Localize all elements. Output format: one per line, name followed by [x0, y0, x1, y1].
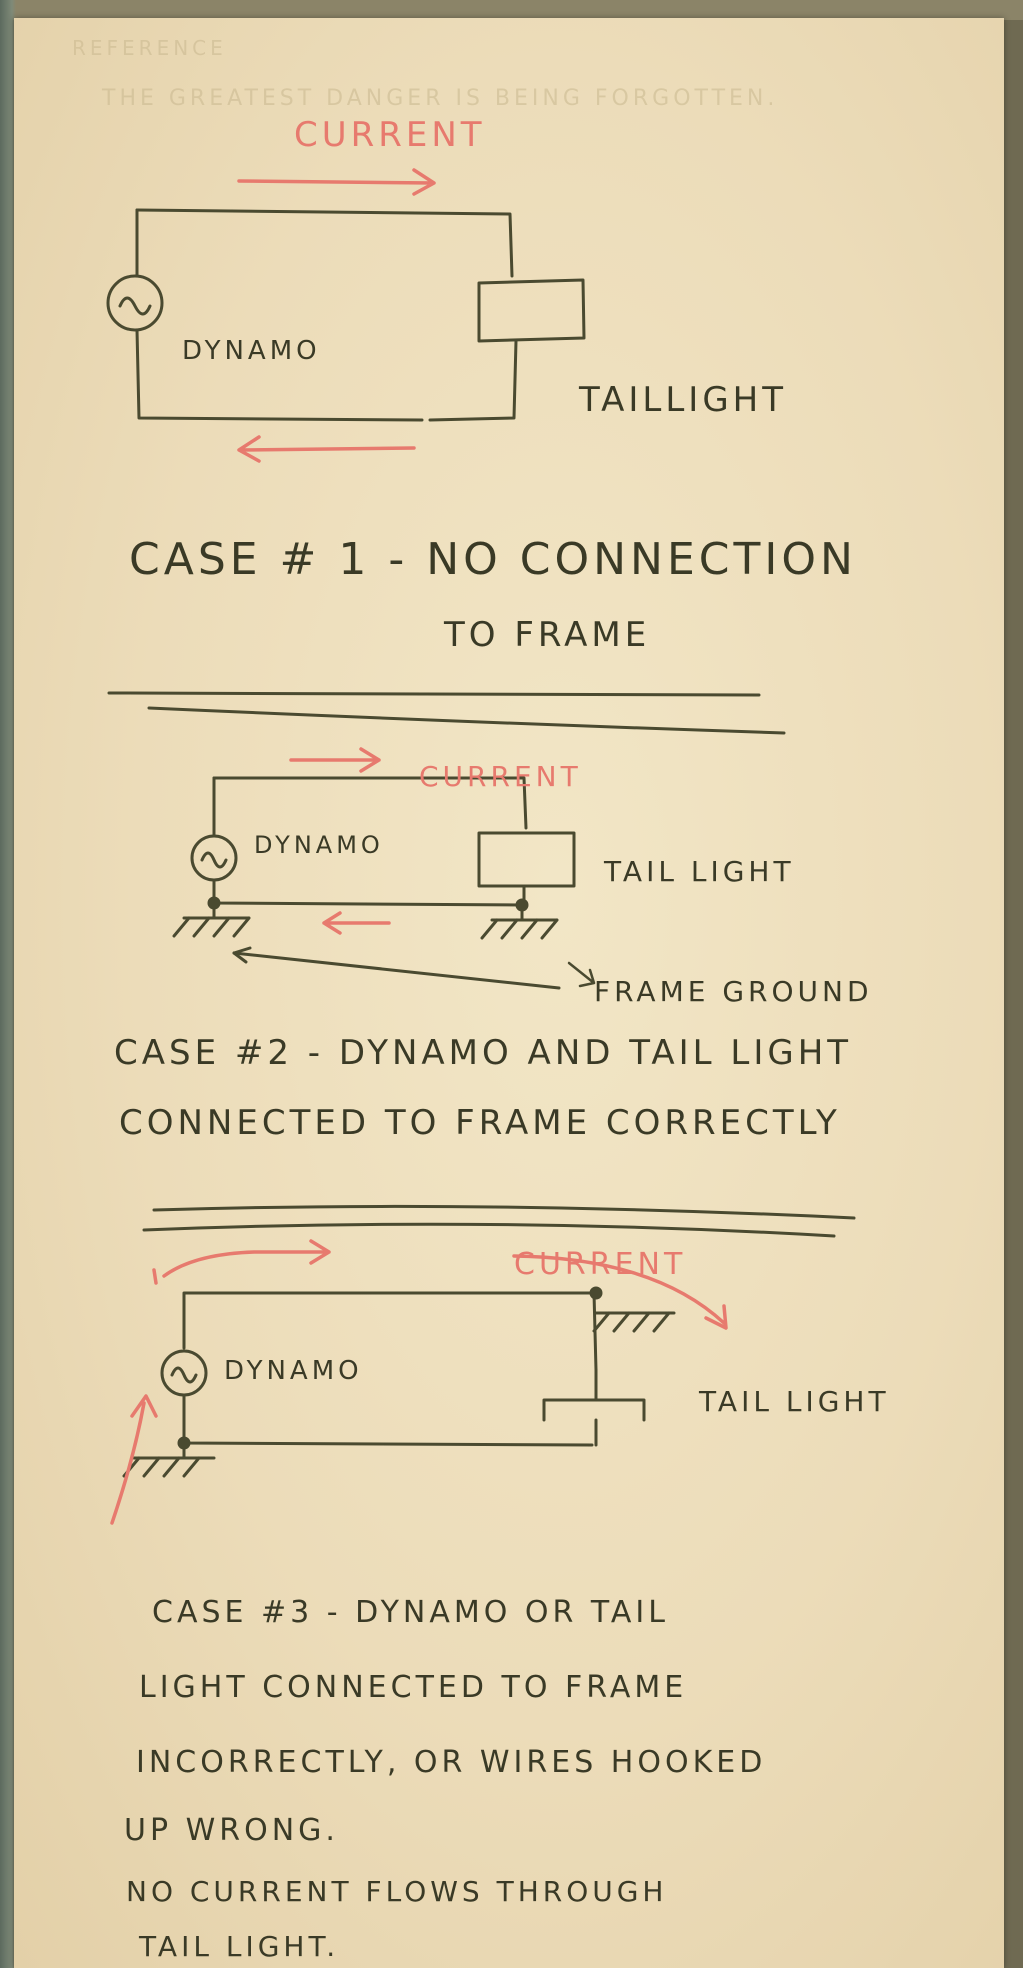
case3-caption-line6: TAIL LIGHT. [139, 1930, 340, 1963]
case1-caption-line1: CASE # 1 - NO CONNECTION [129, 534, 857, 585]
case1-wire-bottom [135, 328, 424, 422]
case3-dynamo-label: DYNAMO [224, 1356, 363, 1386]
case3-caption-line1: CASE #3 - DYNAMO OR TAIL [152, 1595, 669, 1630]
case1-current-arrow-top [237, 168, 436, 196]
case1-circuit [106, 208, 586, 422]
case3-current-arrow-right [512, 1254, 728, 1330]
ghost-text-line1: REFERENCE [72, 36, 227, 60]
case2-dynamo-sine [200, 851, 228, 869]
case1-wire-right-lower [428, 339, 518, 422]
case1-caption-line2: TO FRAME [444, 615, 651, 655]
case2-taillight-ground-icon [480, 903, 559, 940]
divider-2 [152, 1204, 856, 1220]
case1-current-label: CURRENT [294, 115, 486, 155]
divider-1 [107, 691, 761, 697]
case3-junction-top [589, 1286, 603, 1300]
case3-current-arrow-up [110, 1394, 158, 1525]
case2-dynamo-ground-icon [172, 901, 251, 938]
schematic-drawings [106, 168, 856, 1525]
case3-current-arrow-left [162, 1239, 331, 1278]
case2-ground-label: FRAME GROUND [594, 975, 873, 1008]
case2-taillight-label: TAIL LIGHT [604, 855, 795, 888]
case3-wire-bottom [182, 1393, 594, 1447]
case3-taillight-ground-icon [592, 1311, 676, 1333]
case3-taillight-icon [542, 1398, 646, 1422]
divider-1b [147, 706, 786, 735]
case1-dynamo-icon [106, 274, 164, 332]
case1-dynamo-label: DYNAMO [182, 336, 321, 366]
case2-ground-pointer-arrow [567, 961, 596, 988]
case2-frame-arrow [232, 946, 252, 964]
case1-taillight-label: TAILLIGHT [579, 380, 788, 420]
case2-current-arrow-top [289, 747, 381, 773]
case3-dynamo-ground-icon [122, 1441, 216, 1478]
ghost-text-line2: THE GREATEST DANGER IS BEING FORGOTTEN. [102, 86, 779, 111]
case1-taillight-icon [477, 278, 586, 343]
case2-dynamo-label: DYNAMO [254, 831, 384, 859]
case1-wire-top [135, 208, 514, 278]
case3-caption-line2: LIGHT CONNECTED TO FRAME [139, 1670, 688, 1705]
case3-junction-bottom [177, 1436, 191, 1450]
case1-dynamo-sine [118, 296, 152, 316]
case2-junction-left [207, 896, 221, 910]
case2-wire-top [212, 776, 528, 830]
case3-caption-line3: INCORRECTLY, OR WIRES HOOKED [136, 1745, 767, 1780]
case2-caption-line2: CONNECTED TO FRAME CORRECTLY [119, 1103, 841, 1143]
divider-2b [142, 1222, 836, 1238]
case3-caption-line4: UP WRONG. [124, 1813, 339, 1848]
paper-sheet: REFERENCE THE GREATEST DANGER IS BEING F… [14, 18, 1004, 1968]
case2-current-label: CURRENT [419, 760, 582, 793]
case2-current-arrow-bottom [322, 911, 391, 935]
case2-taillight-icon [477, 831, 576, 888]
case2-circuit [172, 776, 596, 990]
case1-current-arrow-bottom [237, 435, 416, 463]
case3-caption-line5: NO CURRENT FLOWS THROUGH [126, 1875, 668, 1908]
case3-dynamo-sine [170, 1366, 198, 1384]
case3-taillight-label: TAIL LIGHT [699, 1385, 890, 1418]
case2-junction-right [515, 898, 529, 912]
case3-current-label: CURRENT [514, 1247, 687, 1282]
case2-caption-line1: CASE #2 - DYNAMO AND TAIL LIGHT [114, 1033, 853, 1073]
case2-wire-bottom [212, 878, 524, 907]
case3-circuit [122, 1291, 676, 1478]
case2-frame-ground-line [232, 951, 561, 990]
case3-current-tick [152, 1268, 158, 1285]
